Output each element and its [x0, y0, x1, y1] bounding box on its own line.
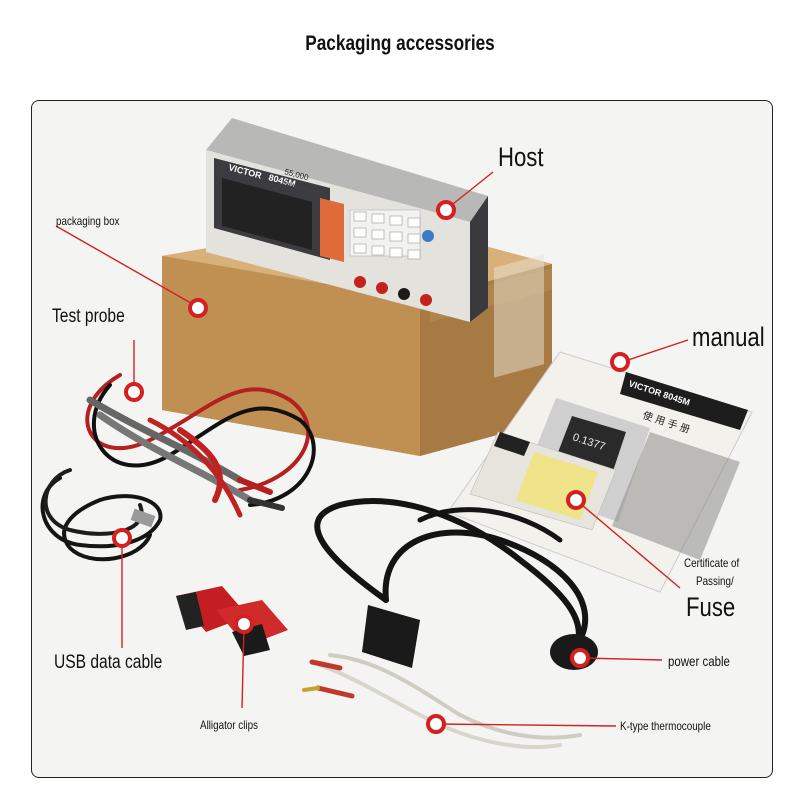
- markers: [112, 200, 630, 734]
- thermocouple-image: [302, 653, 582, 749]
- alligator-clips-image: [176, 586, 288, 656]
- marker-usb-cable: [112, 528, 132, 548]
- test-probe-image: [85, 373, 316, 518]
- marker-power-cable: [570, 648, 590, 668]
- label-power-cable: power cable: [668, 653, 730, 669]
- label-usb-cable: USB data cable: [54, 652, 163, 673]
- label-host: Host: [498, 142, 544, 172]
- label-thermocouple: K-type thermocouple: [620, 719, 711, 733]
- usb-cable-image: [40, 468, 163, 562]
- label-manual: manual: [692, 322, 765, 352]
- label-certificate-line1: Certificate of: [684, 556, 740, 570]
- marker-host: [436, 200, 456, 220]
- marker-alligator-clips: [234, 614, 254, 634]
- power-plug-image: [362, 605, 420, 668]
- power-cable-image: [314, 498, 589, 653]
- label-alligator-clips: Alligator clips: [200, 718, 258, 732]
- multimeter-image: [206, 118, 488, 322]
- packaging-box-image: [162, 218, 552, 456]
- marker-test-probe: [124, 382, 144, 402]
- marker-manual: [610, 352, 630, 372]
- label-certificate-line2: Passing/: [696, 574, 734, 588]
- marker-packaging-box: [188, 298, 208, 318]
- label-packaging-box: packaging box: [56, 214, 120, 228]
- marker-certificate: [566, 490, 586, 510]
- label-fuse: Fuse: [686, 592, 736, 622]
- label-test-probe: Test probe: [52, 306, 125, 327]
- marker-thermocouple: [426, 714, 446, 734]
- page-title: Packaging accessories: [305, 32, 495, 55]
